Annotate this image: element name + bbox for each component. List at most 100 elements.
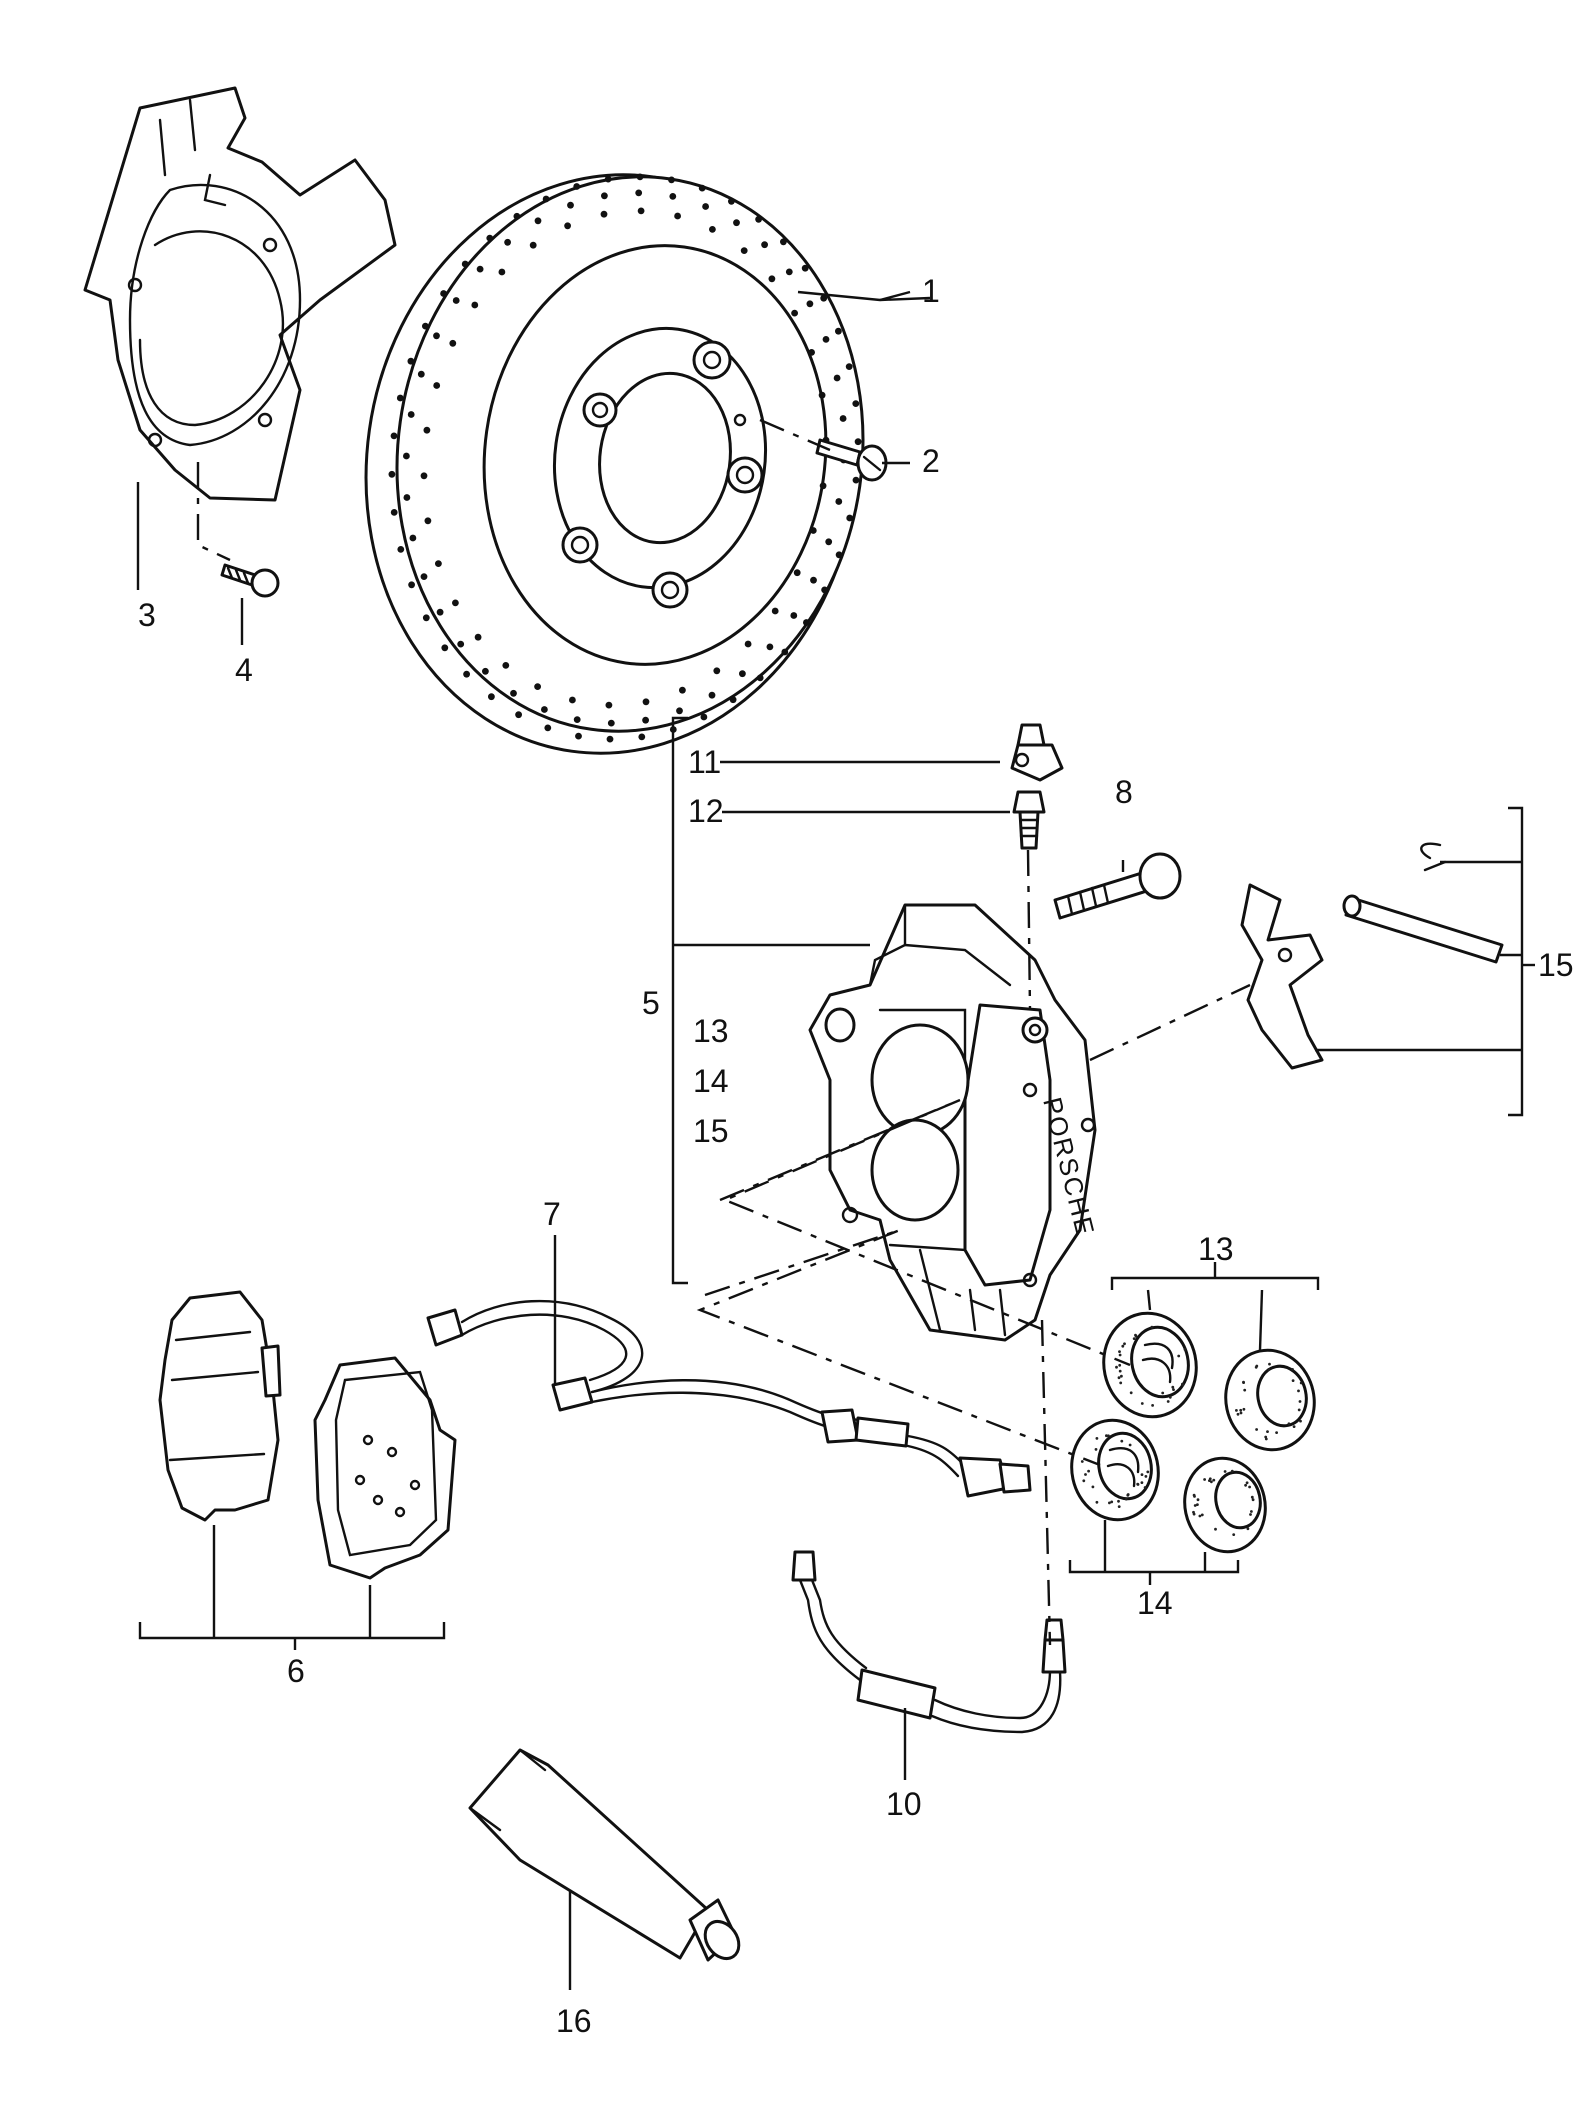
callout-labels: 1 2 3 4 5 6 7 8 10 11 12 13 13 14 14 15 … (138, 273, 1574, 2039)
seal-stipple (1255, 1428, 1258, 1431)
drill-hole (835, 498, 843, 505)
seal-stipple (1136, 1483, 1140, 1486)
seal-stipple (1245, 1481, 1249, 1485)
drill-hole (510, 689, 517, 697)
drill-hole (564, 222, 571, 230)
drill-hole (461, 260, 469, 268)
drill-hole (463, 670, 470, 678)
drill-hole (713, 667, 721, 675)
seal-stipple (1143, 1486, 1147, 1489)
drill-hole (390, 509, 398, 516)
seal-stipple (1134, 1333, 1137, 1337)
drill-hole (575, 732, 582, 740)
drill-hole (740, 247, 748, 255)
drill-hole (733, 219, 740, 227)
drill-hole (573, 183, 581, 190)
drill-hole (422, 322, 429, 330)
seal-stipple (1242, 1407, 1246, 1411)
drill-hole (606, 735, 614, 743)
seal-stipple (1120, 1439, 1124, 1443)
seal-14-right (1183, 1456, 1267, 1554)
seal-stipple (1150, 1325, 1154, 1329)
caliper-bolt (1053, 852, 1182, 920)
seal-stipple (1298, 1400, 1302, 1403)
seal-stipple (1214, 1527, 1217, 1531)
seal-stipple (1140, 1473, 1144, 1476)
drill-hole (607, 719, 615, 727)
seal-stipple (1210, 1480, 1213, 1484)
seal-stipple (1198, 1514, 1202, 1518)
drill-hole (728, 197, 735, 205)
drill-hole (819, 482, 827, 490)
drill-hole (700, 713, 708, 721)
drill-hole (417, 370, 425, 378)
seal-stipple (1235, 1409, 1238, 1412)
drill-hole (486, 234, 494, 242)
seal-stipple (1181, 1383, 1185, 1387)
seal-stipple (1246, 1527, 1250, 1531)
callout-15-group: 15 (1538, 947, 1574, 983)
drill-hole (781, 648, 789, 656)
seal-stipple (1146, 1470, 1150, 1474)
drill-hole (679, 686, 686, 694)
drill-hole (835, 327, 842, 335)
seal-stipple (1084, 1473, 1087, 1476)
drill-hole (835, 551, 843, 559)
drill-hole (702, 203, 709, 210)
drill-hole (474, 633, 482, 641)
seal-stipple (1129, 1391, 1133, 1395)
seal-stipple (1168, 1395, 1172, 1399)
seal-stipple (1250, 1495, 1254, 1499)
drill-hole (409, 534, 417, 542)
disc-drill-holes (388, 173, 862, 743)
drill-hole (396, 394, 404, 402)
drill-hole (498, 268, 506, 276)
seal-stipple (1248, 1485, 1251, 1489)
seal-stipple (1118, 1363, 1122, 1367)
pad-retaining-parts (1240, 842, 1504, 1070)
seal-stipple (1212, 1478, 1216, 1482)
seal-stipple (1140, 1481, 1144, 1484)
seal-stipple (1087, 1469, 1090, 1473)
brake-hose (791, 1550, 1067, 1734)
drill-hole (471, 301, 479, 309)
seal-stipple (1177, 1354, 1181, 1358)
seal-stipple (1242, 1380, 1245, 1384)
drill-hole (771, 607, 779, 615)
drill-hole (488, 693, 495, 701)
drill-hole (642, 698, 650, 706)
seal-stipple (1118, 1353, 1122, 1357)
seal-stipple (1299, 1419, 1302, 1423)
disc-screw (815, 438, 888, 482)
drill-hole (808, 349, 815, 356)
brake-disc (364, 173, 865, 755)
seal-stipple (1297, 1389, 1300, 1393)
drill-hole (534, 217, 542, 225)
drill-hole (600, 210, 608, 218)
seal-stipple (1108, 1501, 1111, 1505)
drill-hole (452, 297, 460, 304)
drill-hole (541, 706, 548, 713)
seal-stipple (1118, 1350, 1121, 1353)
seal-stipple (1236, 1412, 1240, 1416)
drill-hole (452, 599, 459, 607)
drill-hole (388, 470, 396, 478)
drill-hole (642, 716, 649, 724)
drill-hole (601, 192, 608, 200)
seal-stipple (1124, 1497, 1128, 1501)
drill-hole (833, 374, 841, 382)
seal-stipple (1267, 1368, 1271, 1371)
drill-hole (403, 494, 411, 501)
drill-hole (403, 452, 410, 460)
drill-hole (569, 696, 576, 704)
seal-stipple (1264, 1437, 1268, 1441)
callout-6: 6 (287, 1653, 305, 1689)
seal-stipple (1291, 1379, 1295, 1382)
drill-hole (476, 265, 484, 273)
drill-hole (801, 264, 809, 272)
seal-stipple (1239, 1408, 1243, 1412)
brake-caliper: PORSCHE (808, 903, 1101, 1342)
seal-stipple (1095, 1500, 1099, 1504)
drill-hole (424, 517, 432, 525)
seal-stipple (1132, 1337, 1136, 1340)
